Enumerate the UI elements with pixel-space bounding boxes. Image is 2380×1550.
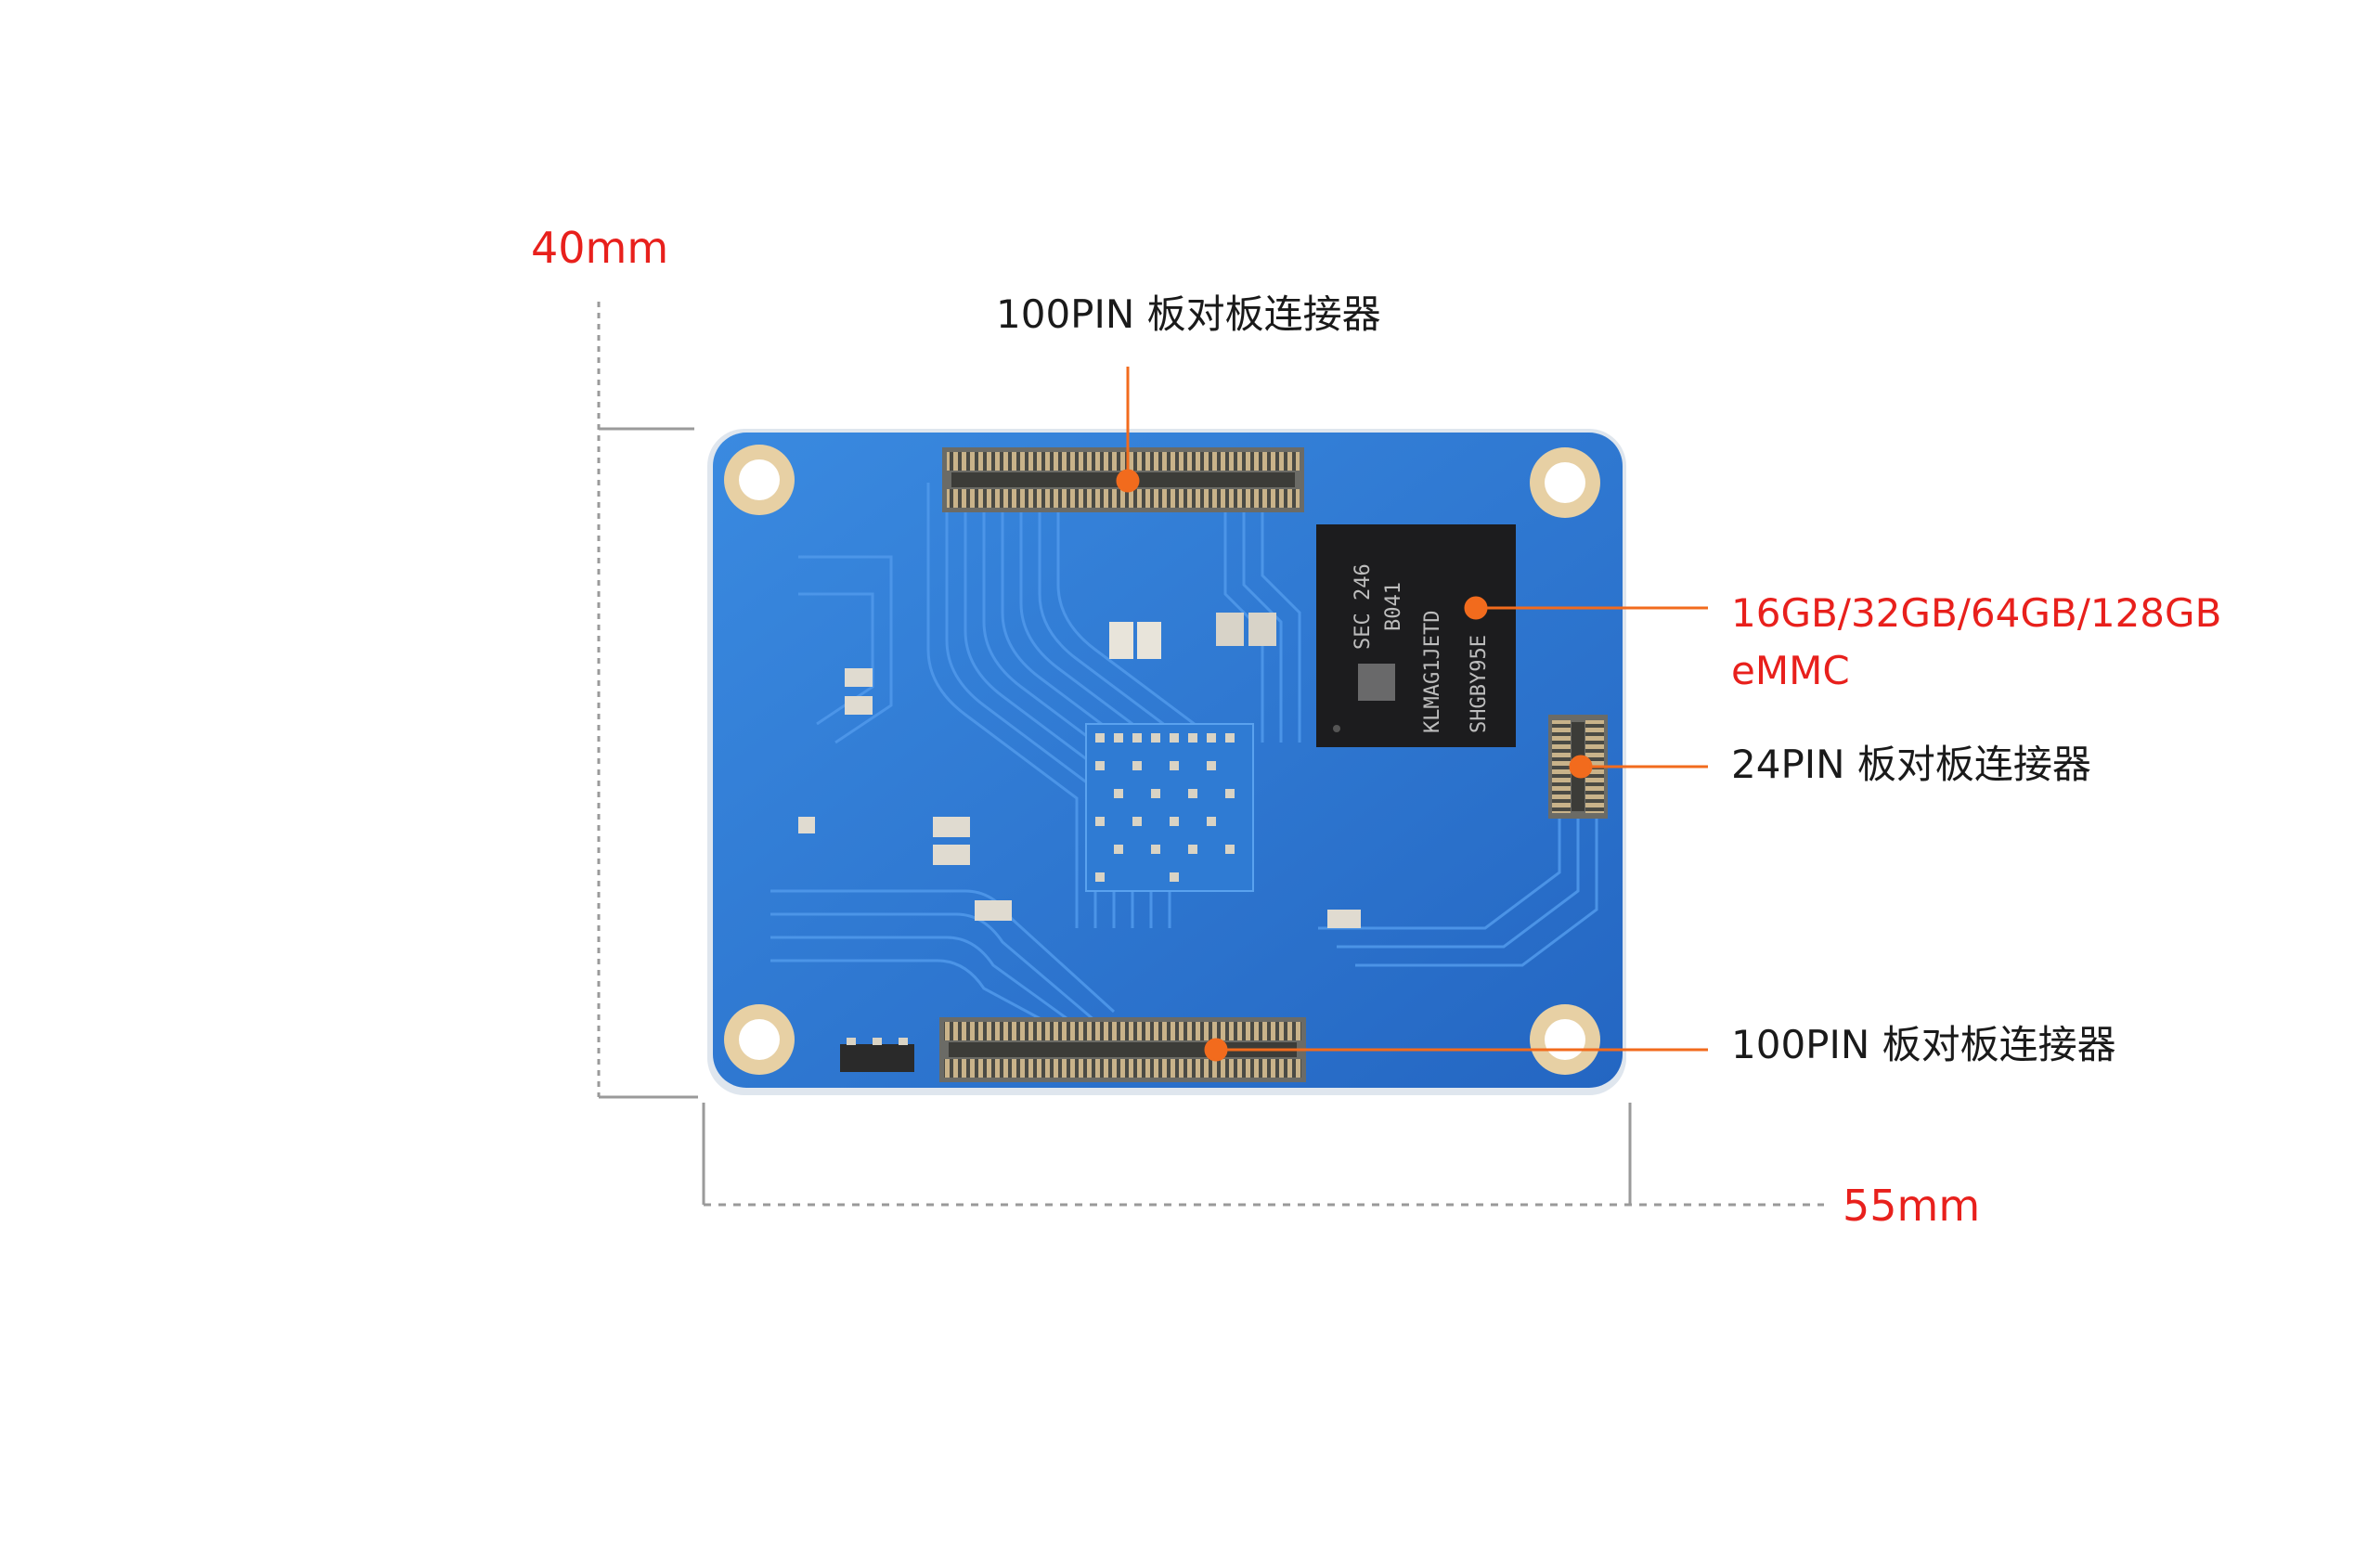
chip-marking: B041	[1382, 582, 1405, 631]
pcb-traces	[770, 483, 1598, 1030]
emmc-chip: SEC 246 B041 KLMAG1JETD SHGBY95E	[1316, 524, 1516, 747]
height-dimension-label: 40mm	[531, 223, 669, 273]
chip-marking: SEC 246	[1352, 563, 1375, 650]
callout-top-connector: 100PIN 板对板连接器	[996, 291, 1381, 337]
height-dimension-line	[597, 302, 698, 1099]
mounting-hole	[1530, 1004, 1600, 1075]
smd-components	[798, 613, 1361, 1072]
callout-bottom-connector: 100PIN 板对板连接器	[1731, 1022, 2116, 1067]
width-dimension-line	[702, 1103, 1824, 1207]
callout-emmc-type: eMMC	[1731, 648, 1850, 693]
callout-emmc-capacity: 16GB/32GB/64GB/128GB	[1731, 590, 2222, 636]
chip-marking: SHGBY95E	[1468, 635, 1491, 733]
chip-marking: KLMAG1JETD	[1421, 611, 1444, 733]
mounting-hole	[724, 1004, 795, 1075]
callout-small-connector: 24PIN 板对板连接器	[1731, 742, 2091, 787]
leader-lines	[1116, 367, 1708, 1062]
mounting-hole	[1530, 447, 1600, 518]
mounting-hole	[724, 445, 795, 515]
width-dimension-label: 55mm	[1843, 1181, 1981, 1231]
pcb-board: SEC 246 B041 KLMAG1JETD SHGBY95E	[707, 429, 1626, 1095]
